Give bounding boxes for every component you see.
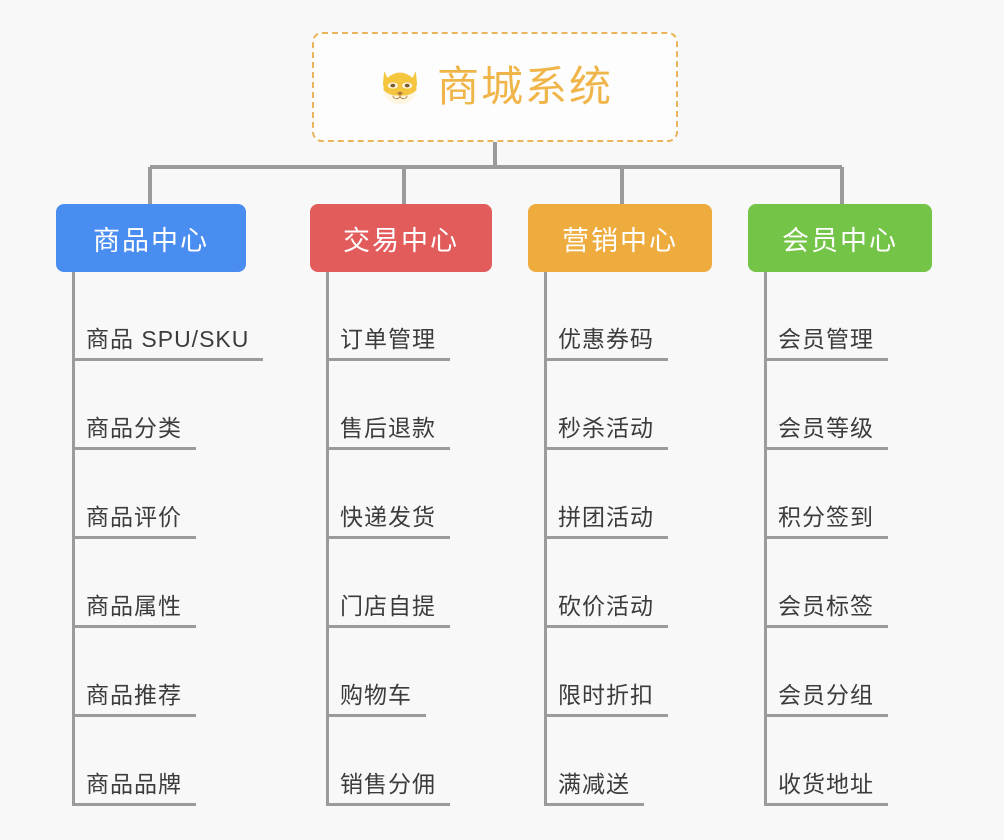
leaf-item-label: 商品品牌: [72, 771, 196, 806]
branch-spine: [326, 272, 329, 806]
leaf-item-label: 会员等级: [764, 415, 888, 450]
leaf-item[interactable]: 会员管理: [748, 272, 932, 361]
leaf-item-label: 优惠券码: [544, 326, 668, 361]
leaf-item-label: 拼团活动: [544, 504, 668, 539]
leaf-item-label: 限时折扣: [544, 682, 668, 717]
leaf-item[interactable]: 满减送: [528, 717, 712, 806]
leaf-item[interactable]: 销售分佣: [310, 717, 492, 806]
leaf-item[interactable]: 购物车: [310, 628, 492, 717]
leaf-item-label: 积分签到: [764, 504, 888, 539]
leaf-item[interactable]: 会员标签: [748, 539, 932, 628]
dog-face-icon: [377, 64, 423, 110]
root-title: 商城系统: [436, 63, 613, 110]
leaf-item-label: 销售分佣: [326, 771, 450, 806]
leaf-item-label: 快递发货: [326, 504, 450, 539]
leaf-item-label: 会员管理: [764, 326, 888, 361]
leaf-item-label: 收货地址: [764, 771, 888, 806]
leaf-item[interactable]: 秒杀活动: [528, 361, 712, 450]
leaf-item-label: 商品 SPU/SKU: [72, 326, 264, 361]
branch-column: 交易中心订单管理售后退款快递发货门店自提购物车销售分佣: [310, 204, 492, 806]
leaf-item[interactable]: 商品属性: [56, 539, 246, 628]
leaf-item[interactable]: 收货地址: [748, 717, 932, 806]
leaf-list: 优惠券码秒杀活动拼团活动砍价活动限时折扣满减送: [528, 272, 712, 806]
leaf-item-label: 门店自提: [326, 593, 450, 628]
branch-spine: [72, 272, 75, 806]
leaf-item[interactable]: 会员等级: [748, 361, 932, 450]
leaf-item[interactable]: 砍价活动: [528, 539, 712, 628]
leaf-item[interactable]: 商品评价: [56, 450, 246, 539]
category-header-label: 营销中心: [562, 225, 678, 256]
leaf-item[interactable]: 门店自提: [310, 539, 492, 628]
leaf-item-label: 商品推荐: [72, 682, 196, 717]
leaf-item[interactable]: 限时折扣: [528, 628, 712, 717]
leaf-item-label: 购物车: [326, 682, 426, 717]
branch-column: 商品中心商品 SPU/SKU 商品分类商品评价商品属性商品推荐商品品牌: [56, 204, 264, 806]
category-header-3[interactable]: 营销中心: [528, 204, 712, 272]
category-header-2[interactable]: 交易中心: [310, 204, 492, 272]
leaf-item-label: 满减送: [544, 771, 644, 806]
leaf-item[interactable]: 商品 SPU/SKU: [56, 272, 264, 361]
leaf-item-label: 售后退款: [326, 415, 450, 450]
branch-spine: [764, 272, 767, 806]
category-header-label: 会员中心: [782, 225, 898, 256]
leaf-item[interactable]: 会员分组: [748, 628, 932, 717]
leaf-item-label: 商品属性: [72, 593, 196, 628]
leaf-item[interactable]: 拼团活动: [528, 450, 712, 539]
root-node[interactable]: 商城系统: [312, 32, 678, 142]
leaf-item-label: 订单管理: [326, 326, 450, 361]
leaf-item[interactable]: 售后退款: [310, 361, 492, 450]
leaf-item-label: 商品评价: [72, 504, 196, 539]
branch-column: 营销中心优惠券码秒杀活动拼团活动砍价活动限时折扣满减送: [528, 204, 712, 806]
category-header-1[interactable]: 商品中心: [56, 204, 246, 272]
category-header-4[interactable]: 会员中心: [748, 204, 932, 272]
branch-column: 会员中心会员管理会员等级积分签到会员标签会员分组收货地址: [748, 204, 932, 806]
leaf-list: 会员管理会员等级积分签到会员标签会员分组收货地址: [748, 272, 932, 806]
leaf-item[interactable]: 商品品牌: [56, 717, 246, 806]
leaf-item[interactable]: 快递发货: [310, 450, 492, 539]
leaf-list: 商品 SPU/SKU 商品分类商品评价商品属性商品推荐商品品牌: [56, 272, 264, 806]
category-header-label: 商品中心: [93, 225, 209, 256]
leaf-item-label: 会员分组: [764, 682, 888, 717]
leaf-item[interactable]: 积分签到: [748, 450, 932, 539]
leaf-item[interactable]: 优惠券码: [528, 272, 712, 361]
leaf-item-label: 砍价活动: [544, 593, 668, 628]
leaf-item-label: 商品分类: [72, 415, 196, 450]
leaf-item-label: 会员标签: [764, 593, 888, 628]
branch-spine: [544, 272, 547, 806]
leaf-item-label: 秒杀活动: [544, 415, 668, 450]
leaf-list: 订单管理售后退款快递发货门店自提购物车销售分佣: [310, 272, 492, 806]
leaf-item[interactable]: 商品推荐: [56, 628, 246, 717]
category-header-label: 交易中心: [343, 225, 459, 256]
leaf-item[interactable]: 商品分类: [56, 361, 246, 450]
leaf-item[interactable]: 订单管理: [310, 272, 492, 361]
